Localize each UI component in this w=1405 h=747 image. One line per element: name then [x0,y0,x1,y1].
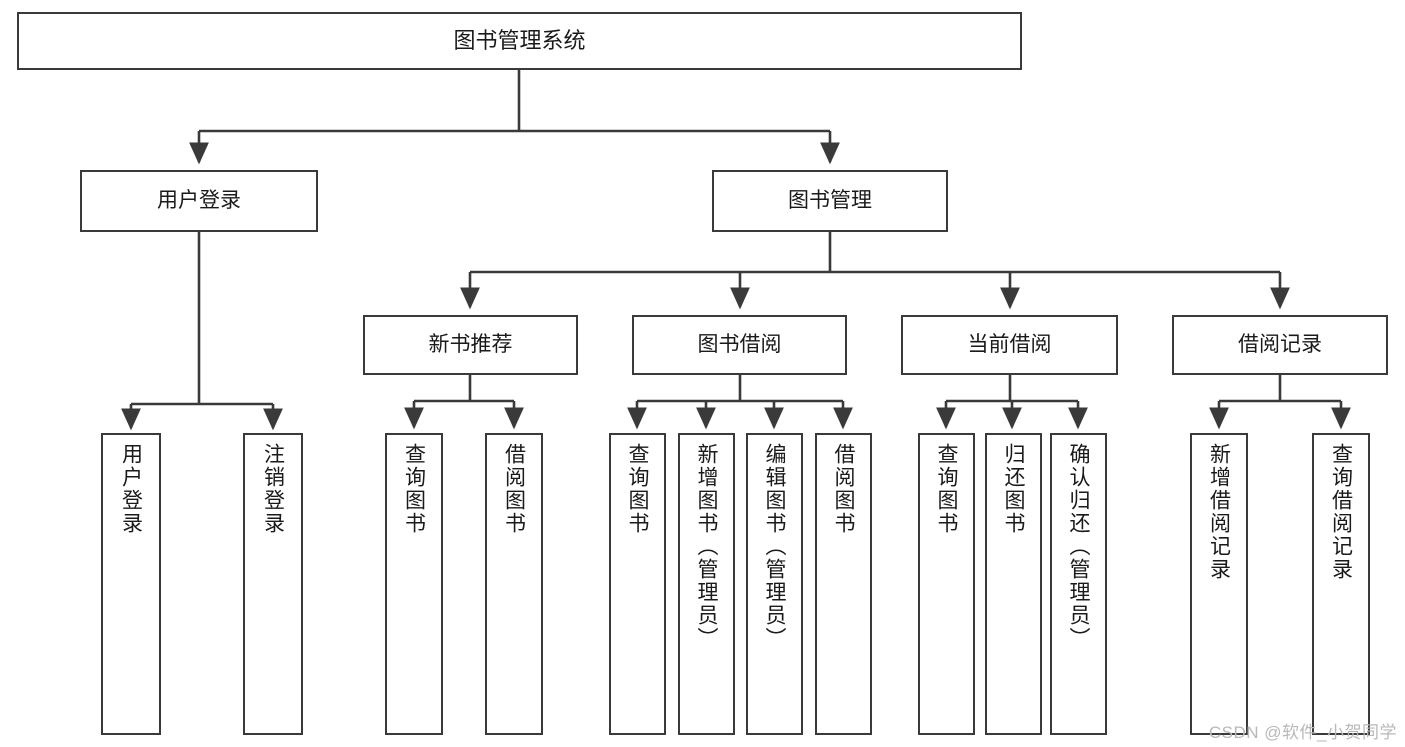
leaf-user-login-login[interactable]: 用户登录 [101,433,161,735]
node-label: 借阅记录 [1238,332,1322,356]
node-book-management[interactable]: 图书管理 [712,170,948,232]
csdn-watermark: CSDN @软件_小贺同学 [1208,723,1397,742]
node-label: 查询图书 [935,443,958,535]
node-label: 注销登录 [261,443,285,535]
node-label: 新增图书（管理员） [695,443,718,650]
leaf-book-borrow-query[interactable]: 查询图书 [609,433,666,735]
node-label: 用户登录 [157,188,241,212]
leaf-new-book-borrow[interactable]: 借阅图书 [485,433,543,735]
node-root-system[interactable]: 图书管理系统 [17,12,1022,70]
node-label: 图书管理系统 [453,28,586,54]
node-user-login[interactable]: 用户登录 [80,170,318,232]
leaf-current-borrow-query[interactable]: 查询图书 [918,433,975,735]
leaf-borrow-record-add[interactable]: 新增借阅记录 [1190,433,1248,735]
node-label: 新增借阅记录 [1207,443,1231,581]
node-label: 当前借阅 [967,332,1052,356]
leaf-book-borrow-edit[interactable]: 编辑图书（管理员） [746,433,803,735]
node-new-book-recommend[interactable]: 新书推荐 [363,315,578,375]
node-label: 查询借阅记录 [1329,443,1353,581]
node-label: 图书管理 [788,188,872,212]
node-label: 用户登录 [119,443,143,535]
node-current-borrow[interactable]: 当前借阅 [901,315,1118,375]
node-book-borrow[interactable]: 图书借阅 [632,315,847,375]
node-label: 查询图书 [402,443,426,535]
leaf-book-borrow-borrow[interactable]: 借阅图书 [815,433,872,735]
node-borrow-record[interactable]: 借阅记录 [1172,315,1388,375]
node-label: 归还图书 [1002,443,1025,535]
node-label: 新书推荐 [428,332,513,356]
node-label: 编辑图书（管理员） [763,443,786,650]
node-label: 查询图书 [626,443,649,535]
leaf-book-borrow-add[interactable]: 新增图书（管理员） [678,433,735,735]
node-label: 确认归还（管理员） [1067,443,1090,650]
node-label: 图书借阅 [697,332,782,356]
leaf-user-login-logout[interactable]: 注销登录 [243,433,303,735]
node-label: 借阅图书 [832,443,855,535]
node-label: 借阅图书 [502,443,526,535]
leaf-current-borrow-confirm-return[interactable]: 确认归还（管理员） [1050,433,1107,735]
leaf-current-borrow-return[interactable]: 归还图书 [985,433,1042,735]
leaf-borrow-record-query[interactable]: 查询借阅记录 [1312,433,1370,735]
leaf-new-book-query[interactable]: 查询图书 [385,433,443,735]
